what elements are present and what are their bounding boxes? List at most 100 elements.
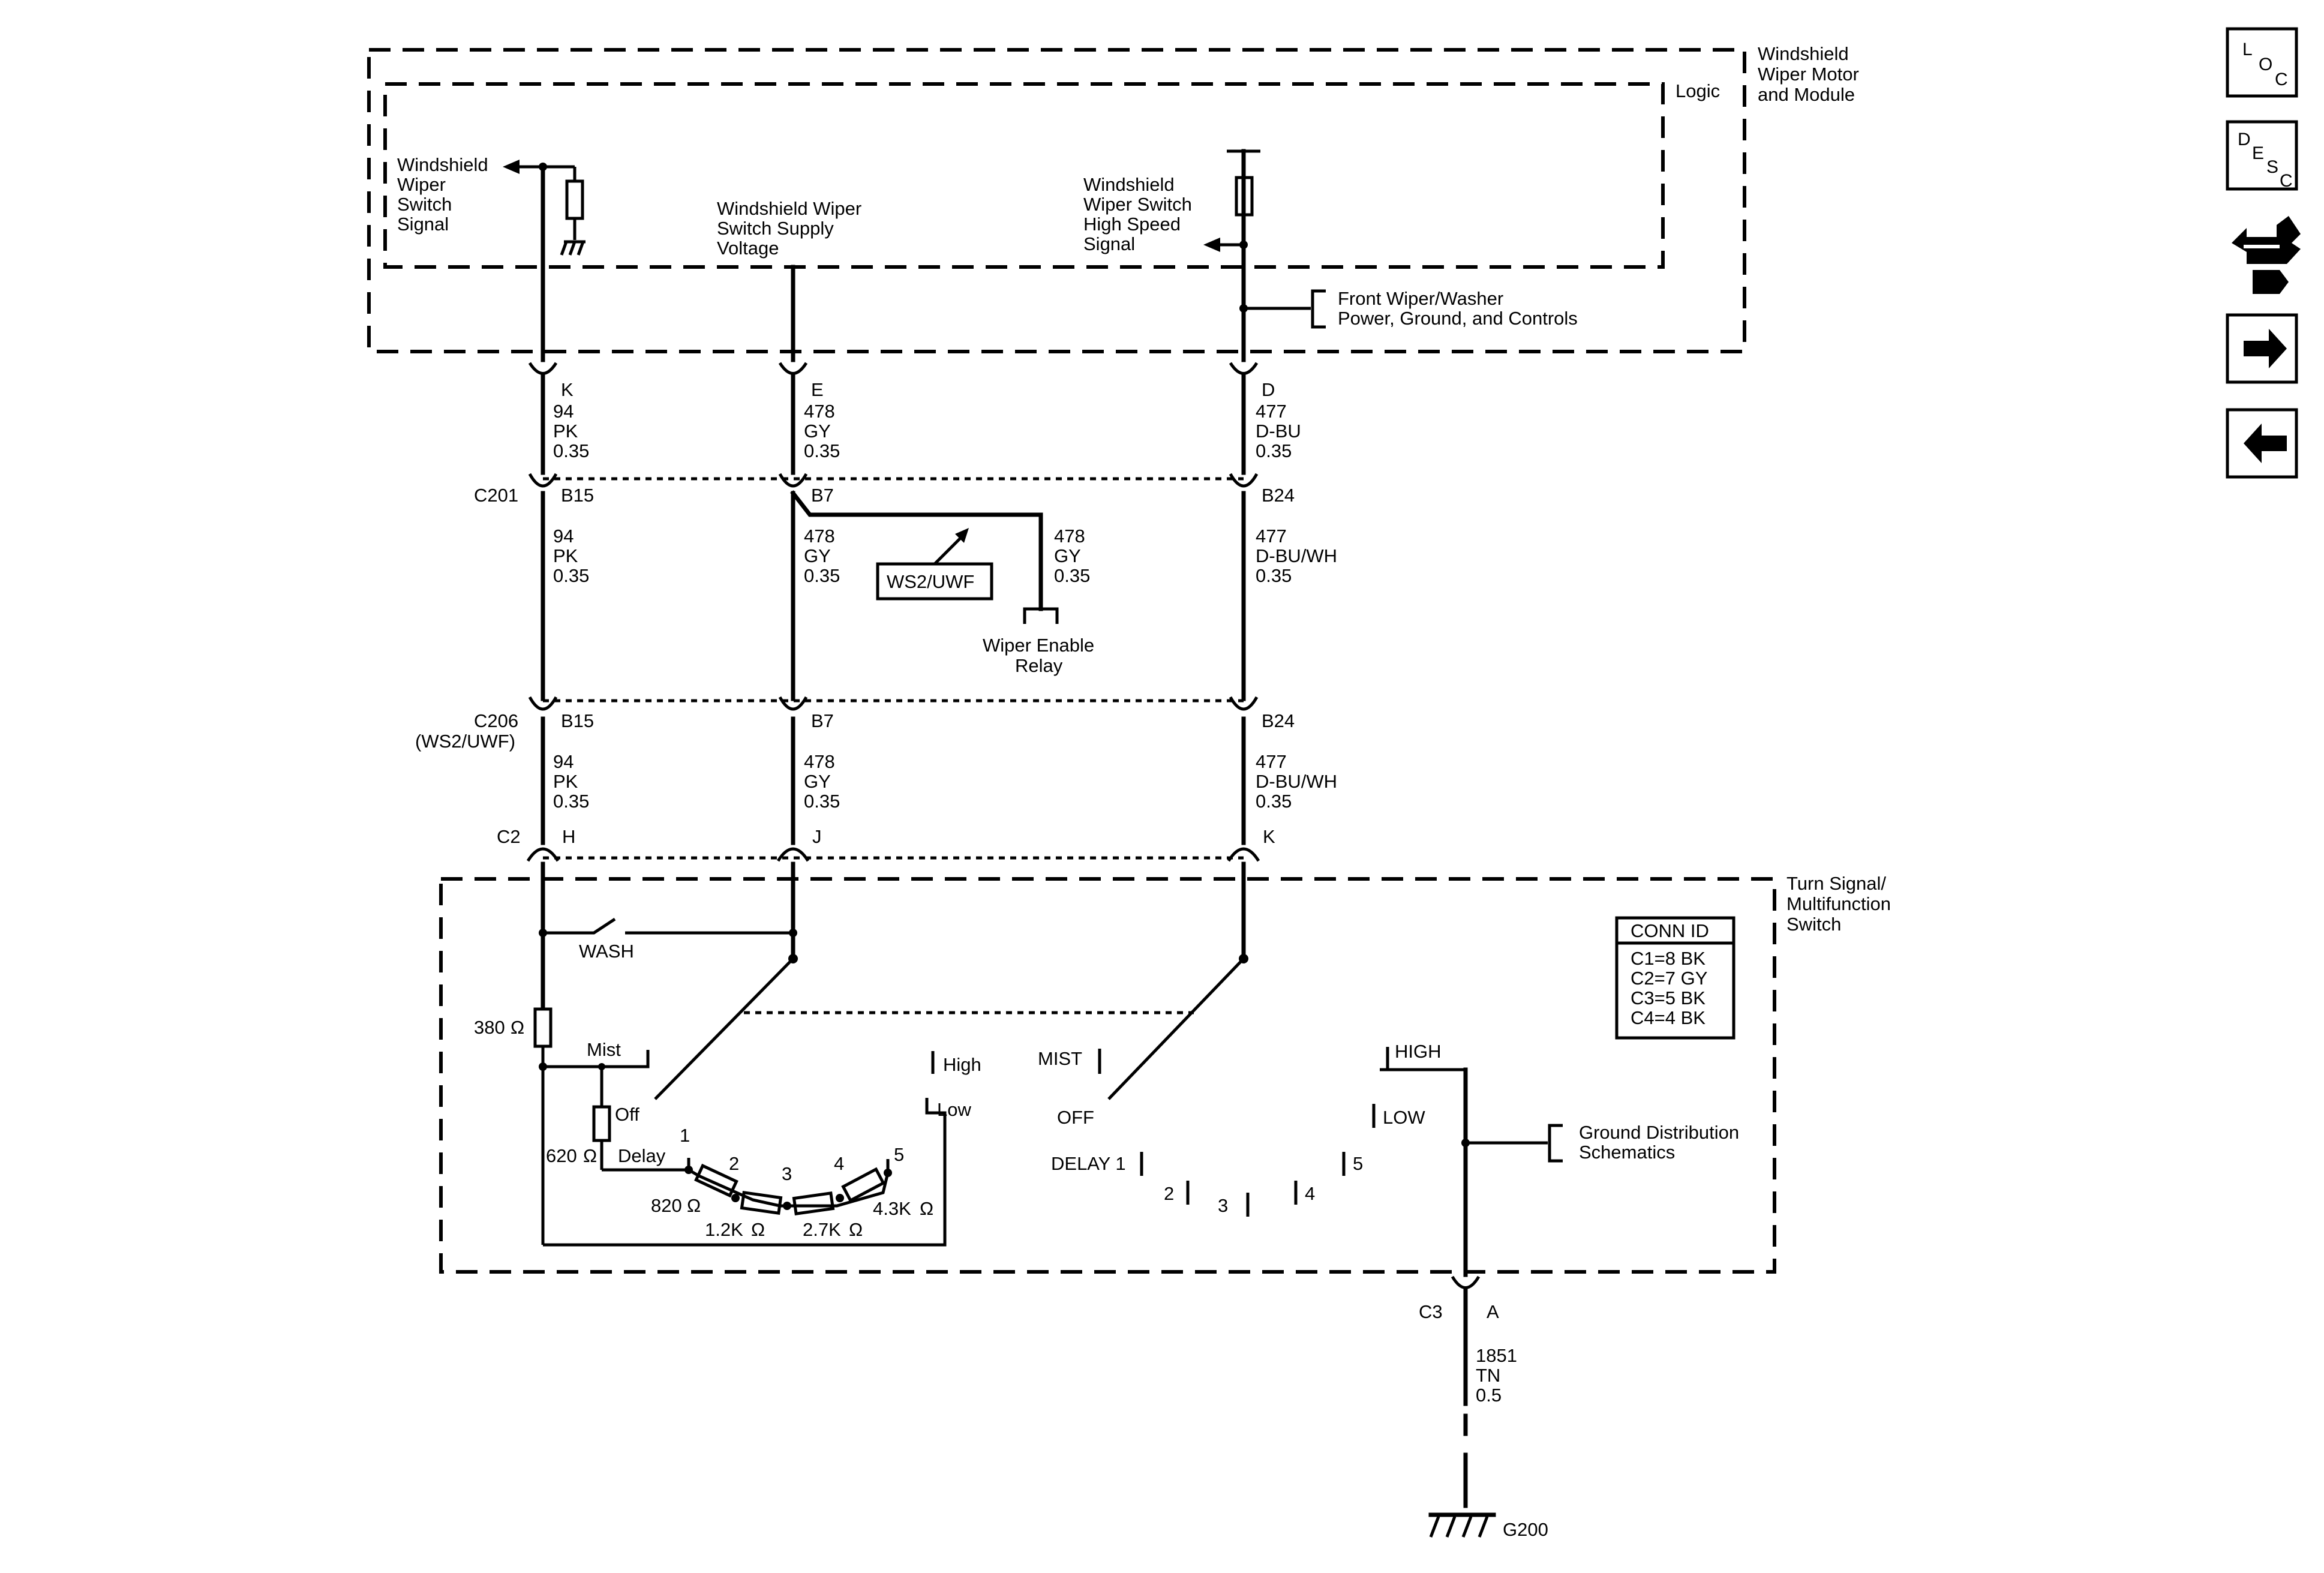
relay-w478-circuit: 478	[1054, 526, 1085, 547]
w94-color-2: PK	[553, 545, 578, 566]
connector-c206: C206 (WS2/UWF) B15 B7 B24	[415, 696, 1295, 752]
connector-end-view-icon[interactable]	[2232, 216, 2301, 294]
switch-name-2: Multifunction	[1786, 893, 1891, 914]
pin-k-label: K	[561, 379, 574, 400]
c206-note: (WS2/UWF)	[415, 731, 515, 752]
desc-button[interactable]: D E S C	[2226, 120, 2298, 191]
wash-label: WASH	[579, 941, 634, 962]
ground-g200: G200	[1428, 1512, 1548, 1540]
w477-circuit-2: 477	[1256, 526, 1287, 547]
w94-circuit-2: 94	[553, 526, 574, 547]
switch-signal-label-3: Switch	[397, 194, 452, 215]
mist-b-label: MIST	[1038, 1048, 1082, 1069]
w478-gauge: 0.35	[804, 440, 840, 461]
front-wiper-ref-1: Front Wiper/Washer	[1338, 288, 1503, 309]
c201-pin-b24: B24	[1262, 485, 1295, 506]
switch-name-3: Switch	[1786, 914, 1841, 935]
conn-id-row-1: C1=8 BK	[1631, 948, 1706, 969]
w94-color: PK	[553, 421, 578, 442]
w94-circuit-3: 94	[553, 751, 574, 772]
pos3-label: 3	[782, 1163, 792, 1184]
r1k2-label: 1.2K	[705, 1219, 743, 1240]
r4k3-label: 4.3K	[873, 1198, 911, 1219]
loc-letter-c: C	[2275, 70, 2288, 89]
supply-voltage-label-1: Windshield Wiper	[717, 198, 861, 219]
r2k7-label: 2.7K	[803, 1219, 841, 1240]
pos2-b-label: 2	[1164, 1183, 1174, 1204]
connector-c2: C2 H J K	[497, 826, 1275, 862]
pos3-b-label: 3	[1218, 1195, 1228, 1216]
w478-circuit-3: 478	[804, 751, 835, 772]
option-label: WS2/UWF	[887, 571, 974, 592]
next-page-arrow-icon[interactable]	[2226, 313, 2298, 384]
conn-id-row-4: C4=4 BK	[1631, 1007, 1706, 1028]
conn-id-title: CONN ID	[1631, 920, 1709, 941]
pos4-label: 4	[834, 1153, 844, 1174]
switch-internal-right: HIGH Ground Distribution Schematics	[1380, 1041, 1739, 1277]
w478-color-3: GY	[804, 771, 831, 792]
c201-name: C201	[474, 485, 518, 506]
supply-voltage-label-3: Voltage	[717, 238, 779, 259]
r620-label: 620	[546, 1145, 577, 1166]
logic-label: Logic	[1676, 80, 1720, 101]
connector-c3: C3 A 1851 TN 0.5	[1419, 1275, 1517, 1508]
c206-name: C206	[474, 710, 518, 731]
multifunction-switch: Turn Signal/ Multifunction Switch	[439, 873, 1891, 1274]
low-label: Low	[937, 1099, 971, 1120]
switch-name-1: Turn Signal/	[1786, 873, 1886, 894]
off-b-label: OFF	[1057, 1107, 1094, 1128]
w94-gauge-3: 0.35	[553, 791, 589, 812]
loc-button[interactable]: L O C	[2226, 27, 2298, 98]
c201-pin-b15: B15	[561, 485, 594, 506]
front-wiper-ref-2: Power, Ground, and Controls	[1338, 308, 1578, 329]
loc-letter-l: L	[2242, 40, 2253, 59]
module-name-line2: Wiper Motor	[1758, 64, 1859, 85]
relay-name-1: Wiper Enable	[983, 635, 1094, 656]
w1851-color: TN	[1476, 1365, 1500, 1386]
w477-color-3: D-BU/WH	[1256, 771, 1337, 792]
conn-id-row-2: C2=7 GY	[1631, 968, 1707, 989]
pin-e-label: E	[811, 379, 824, 400]
switch-internal-middle: MIST OFF DELAY 1 2 3 4 5 LOW	[1038, 861, 1425, 1217]
c3-pin-a: A	[1487, 1301, 1499, 1322]
pos5-label: 5	[894, 1144, 904, 1165]
w477-top-gauge: 0.35	[1256, 440, 1292, 461]
c206-pin-b15: B15	[561, 710, 594, 731]
switch-signal-label-1: Windshield	[397, 154, 488, 175]
mist-label: Mist	[587, 1039, 621, 1060]
ground-ref-2: Schematics	[1579, 1142, 1675, 1163]
wire-labels-segment-2: 94 PK 0.35 478 GY 0.35 477 D-BU/WH 0.35	[553, 526, 1337, 586]
c201-pin-b7: B7	[811, 485, 834, 506]
wiper-motor-module: Windshield Wiper Motor and Module Logic	[367, 43, 1859, 353]
r820-label: 820	[651, 1195, 682, 1216]
high-speed-label-4: Signal	[1083, 233, 1135, 254]
w477-gauge-3: 0.35	[1256, 791, 1292, 812]
switch-signal-label-4: Signal	[397, 214, 449, 235]
pos4-b-label: 4	[1305, 1183, 1315, 1204]
c2-pin-h: H	[562, 826, 575, 847]
previous-page-arrow-icon[interactable]	[2226, 408, 2298, 479]
supply-voltage-label-2: Switch Supply	[717, 218, 834, 239]
connector-c201: C201 B15 B7 B24	[474, 473, 1295, 506]
desc-letter-s: S	[2266, 157, 2278, 177]
r1k2-ohm: Ω	[751, 1219, 765, 1240]
pos1-label: 1	[680, 1125, 690, 1146]
harness-wires	[541, 374, 1246, 845]
switch-internal-left: WASH 380 Ω Mist Off 620 Ω Delay	[474, 861, 1194, 1247]
w1851-gauge: 0.5	[1476, 1385, 1502, 1406]
w94-color-3: PK	[553, 771, 578, 792]
c206-pin-b7: B7	[811, 710, 834, 731]
pos2-label: 2	[729, 1153, 739, 1174]
w94-gauge: 0.35	[553, 440, 589, 461]
w478-gauge-3: 0.35	[804, 791, 840, 812]
delay-label: Delay	[618, 1145, 666, 1166]
relay-w478-color: GY	[1054, 545, 1081, 566]
r2k7-ohm: Ω	[849, 1219, 863, 1240]
w478-color: GY	[804, 421, 831, 442]
low-b-label: LOW	[1383, 1107, 1425, 1128]
c3-name: C3	[1419, 1301, 1443, 1322]
r620-ohm: Ω	[583, 1145, 597, 1166]
r4k3-ohm: Ω	[920, 1198, 933, 1219]
w478-gauge-2: 0.35	[804, 565, 840, 586]
r380-label: 380	[474, 1017, 505, 1038]
